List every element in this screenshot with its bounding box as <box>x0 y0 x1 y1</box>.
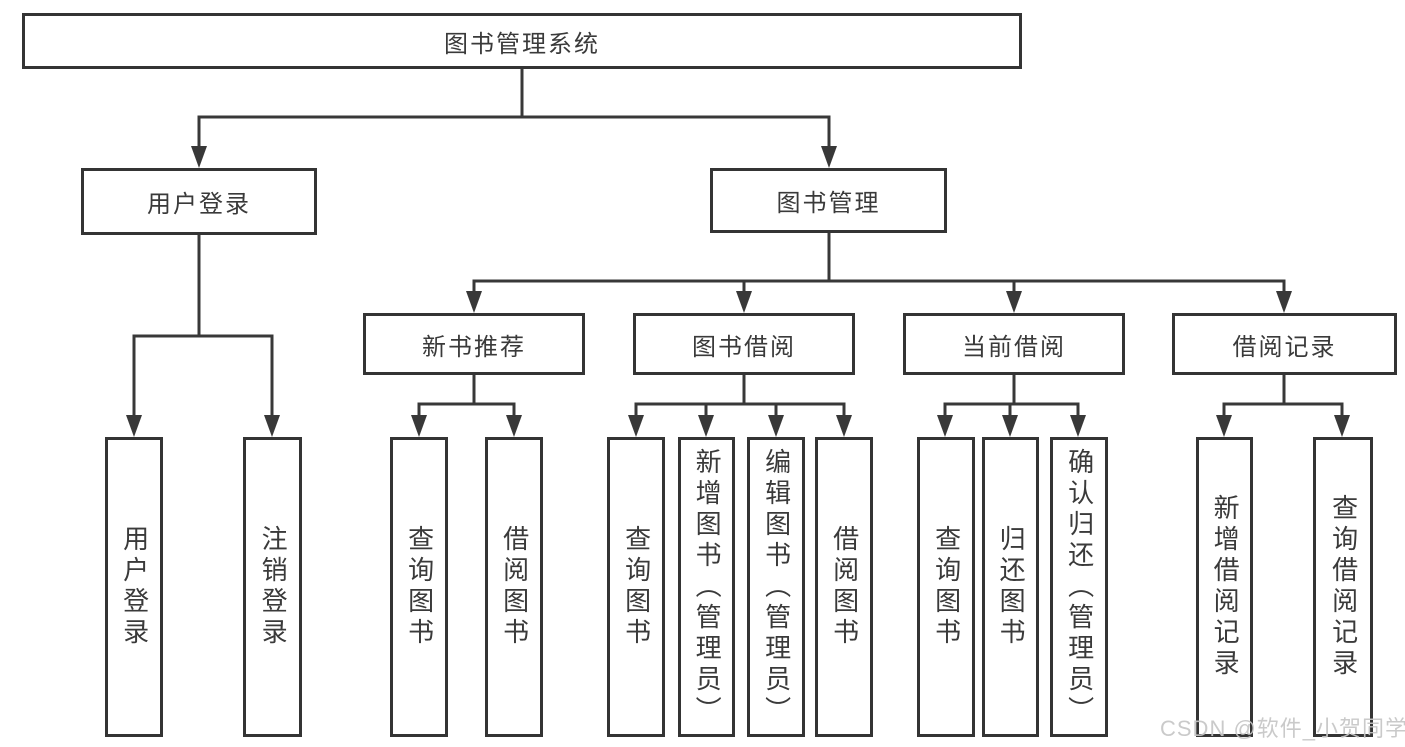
node-library-management-system: 图书管理系统 <box>22 13 1022 69</box>
csdn-watermark: CSDN @软件_小贺同学 <box>1160 716 1405 741</box>
leaf-label: 查询图书 <box>621 525 652 649</box>
leaf-query-books-borrow: 查询图书 <box>607 437 665 737</box>
node-book-borrow: 图书借阅 <box>633 313 855 375</box>
leaf-add-borrow-record: 新增借阅记录 <box>1196 437 1253 737</box>
leaf-label: 查询借阅记录 <box>1328 494 1359 680</box>
leaf-label: 新增图书（管理员） <box>692 447 723 727</box>
leaf-label: 注销登录 <box>258 525 289 649</box>
leaf-query-borrow-record: 查询借阅记录 <box>1313 437 1373 737</box>
leaf-label: 查询图书 <box>404 525 435 649</box>
node-current-borrow: 当前借阅 <box>903 313 1125 375</box>
leaf-confirm-return-admin: 确认归还（管理员） <box>1050 437 1108 737</box>
leaf-label: 用户登录 <box>119 525 150 649</box>
node-book-management: 图书管理 <box>710 168 947 233</box>
leaf-add-book-admin: 新增图书（管理员） <box>678 437 735 737</box>
leaf-query-books-recommend: 查询图书 <box>390 437 448 737</box>
leaf-borrow-books-recommend: 借阅图书 <box>485 437 543 737</box>
leaf-user-login: 用户登录 <box>105 437 163 737</box>
leaf-edit-book-admin: 编辑图书（管理员） <box>747 437 805 737</box>
leaf-logout: 注销登录 <box>243 437 302 737</box>
node-new-book-recommend: 新书推荐 <box>363 313 585 375</box>
leaf-query-books-current: 查询图书 <box>917 437 975 737</box>
leaf-borrow-books-2: 借阅图书 <box>815 437 873 737</box>
leaf-label: 编辑图书（管理员） <box>761 447 792 727</box>
leaf-label: 确认归还（管理员） <box>1064 447 1095 727</box>
node-user-login: 用户登录 <box>81 168 317 235</box>
leaf-label: 借阅图书 <box>499 525 530 649</box>
leaf-return-books: 归还图书 <box>982 437 1039 737</box>
leaf-label: 新增借阅记录 <box>1210 494 1241 680</box>
leaf-label: 查询图书 <box>931 525 962 649</box>
leaf-label: 借阅图书 <box>829 525 860 649</box>
leaf-label: 归还图书 <box>996 525 1027 649</box>
node-borrow-records: 借阅记录 <box>1172 313 1397 375</box>
